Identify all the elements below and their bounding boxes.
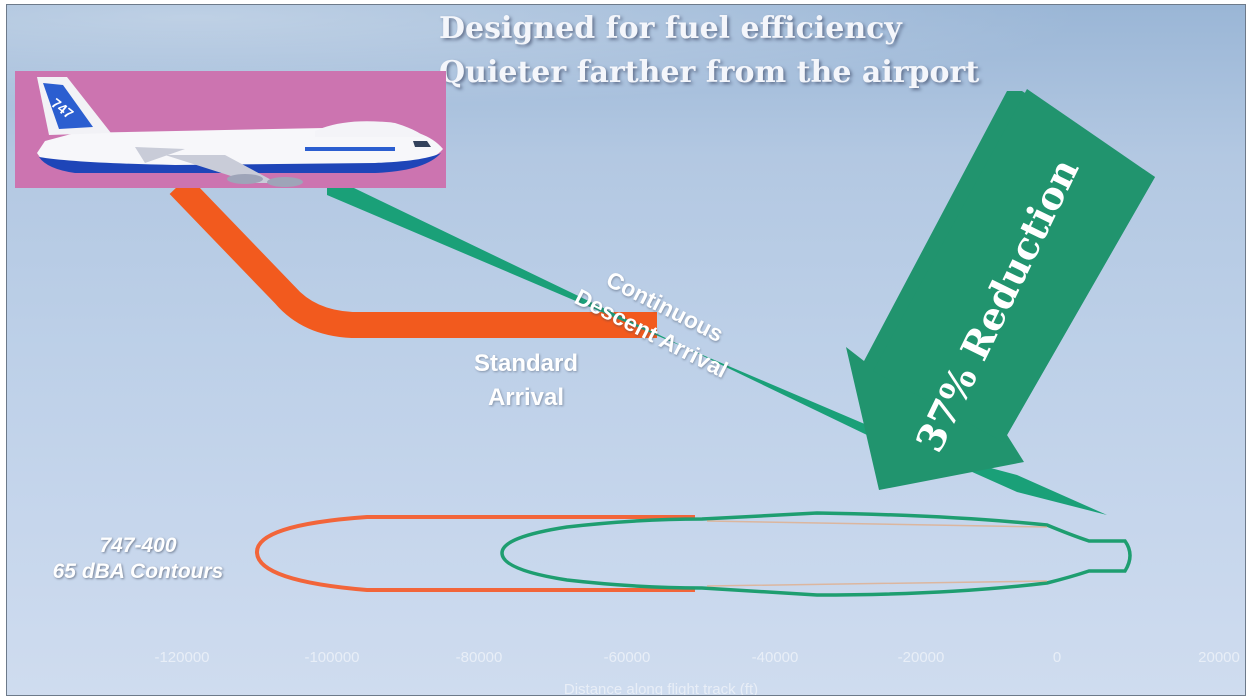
standard-contour [255, 515, 695, 592]
standard-arrival-path [169, 175, 657, 338]
standard-arrival-label: Standard Arrival [473, 350, 578, 411]
reduction-arrow-body [873, 89, 1155, 442]
x-tick-label: -80000 [455, 649, 503, 666]
aircraft-illustration: 747 [15, 71, 446, 188]
x-tick-label: -100000 [304, 649, 360, 666]
x-tick-label: 0 [1052, 649, 1062, 666]
x-tick-label: -40000 [751, 649, 799, 666]
x-tick-label: -120000 [154, 649, 210, 666]
title-line-2: Quieter farther from the airport [439, 55, 980, 90]
x-tick-label: -60000 [603, 649, 651, 666]
cda-path [327, 175, 1107, 515]
contour-label: 747-400 65 dBA Contours [52, 534, 224, 583]
x-axis-title: Distance along flight track (ft) [563, 681, 759, 696]
slide-frame: Designed for fuel efficiency Quieter far… [6, 4, 1246, 696]
x-tick-label: -20000 [897, 649, 945, 666]
title-line-1: Designed for fuel efficiency [439, 11, 902, 46]
x-tick-label: 20000 [1198, 649, 1240, 666]
boeing-747-icon: 747 [37, 77, 443, 187]
cda-contour [500, 511, 1132, 597]
cda-contour-orange-trace [706, 520, 1048, 587]
diagram-graphics [169, 89, 1155, 597]
